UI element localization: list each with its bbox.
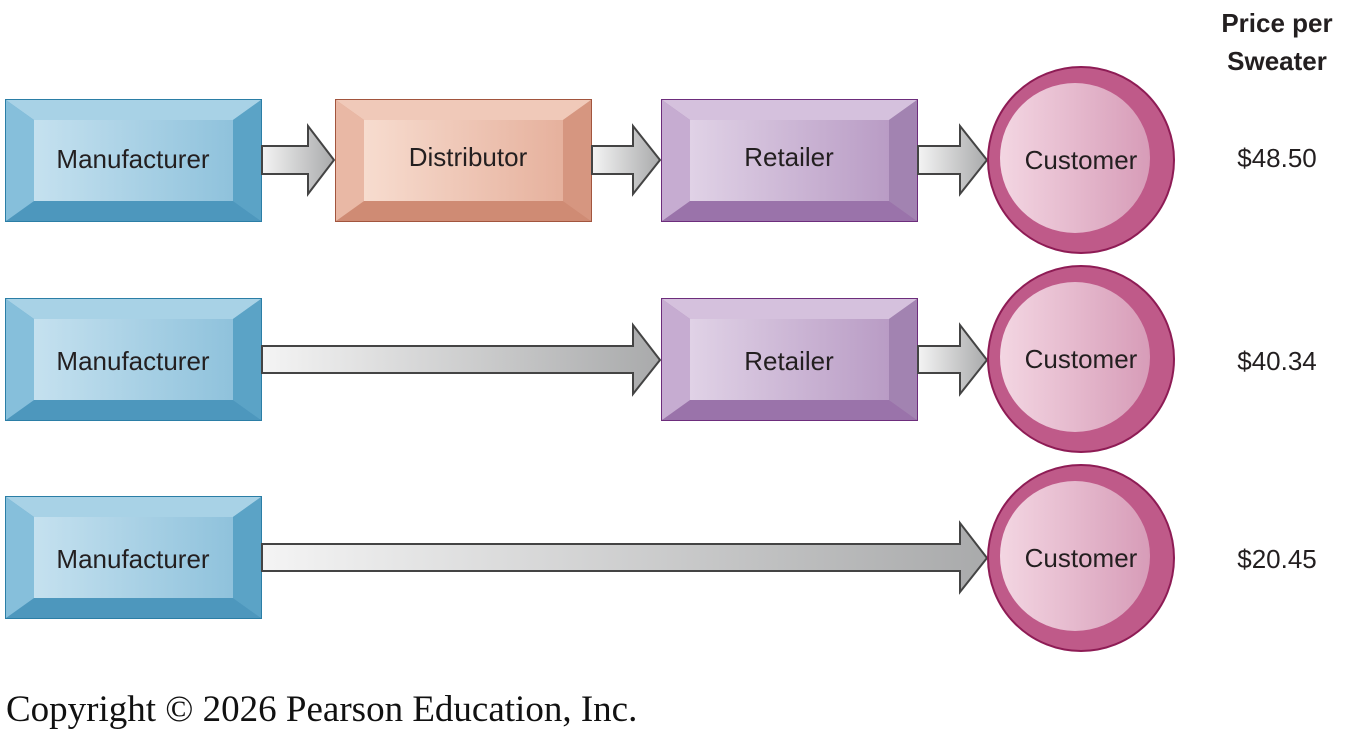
customer-label: Customer bbox=[1025, 344, 1138, 374]
channel-row-2: Manufacturer Retailer Customer $40.34 bbox=[5, 265, 1317, 453]
manufacturer-label: Manufacturer bbox=[56, 544, 210, 574]
customer-circle: Customer bbox=[987, 464, 1175, 652]
manufacturer-box: Manufacturer bbox=[5, 496, 262, 619]
customer-circle: Customer bbox=[987, 265, 1175, 453]
channel-row-3: Manufacturer Customer $20.45 bbox=[5, 464, 1317, 652]
distributor-label: Distributor bbox=[409, 142, 528, 172]
distributor-box: Distributor bbox=[335, 99, 592, 222]
price-value: $40.34 bbox=[1237, 346, 1317, 376]
arrow bbox=[591, 123, 662, 197]
arrow bbox=[261, 322, 662, 397]
arrow bbox=[917, 123, 989, 197]
channel-row-1: Manufacturer Distributor Retailer bbox=[5, 66, 1317, 254]
arrow bbox=[261, 123, 336, 197]
price-value: $20.45 bbox=[1237, 544, 1317, 574]
price-header-line2: Sweater bbox=[1227, 46, 1327, 76]
manufacturer-label: Manufacturer bbox=[56, 346, 210, 376]
copyright-notice: Copyright © 2026 Pearson Education, Inc. bbox=[6, 689, 638, 730]
customer-label: Customer bbox=[1025, 543, 1138, 573]
price-value: $48.50 bbox=[1237, 143, 1317, 173]
arrow bbox=[917, 322, 989, 397]
price-header-line1: Price per bbox=[1221, 8, 1332, 38]
customer-label: Customer bbox=[1025, 145, 1138, 175]
manufacturer-box: Manufacturer bbox=[5, 99, 262, 222]
arrow bbox=[261, 520, 989, 595]
retailer-box: Retailer bbox=[661, 298, 918, 421]
manufacturer-box: Manufacturer bbox=[5, 298, 262, 421]
manufacturer-label: Manufacturer bbox=[56, 144, 210, 174]
retailer-label: Retailer bbox=[744, 142, 834, 172]
customer-circle: Customer bbox=[987, 66, 1175, 254]
retailer-box: Retailer bbox=[661, 99, 918, 222]
retailer-label: Retailer bbox=[744, 346, 834, 376]
